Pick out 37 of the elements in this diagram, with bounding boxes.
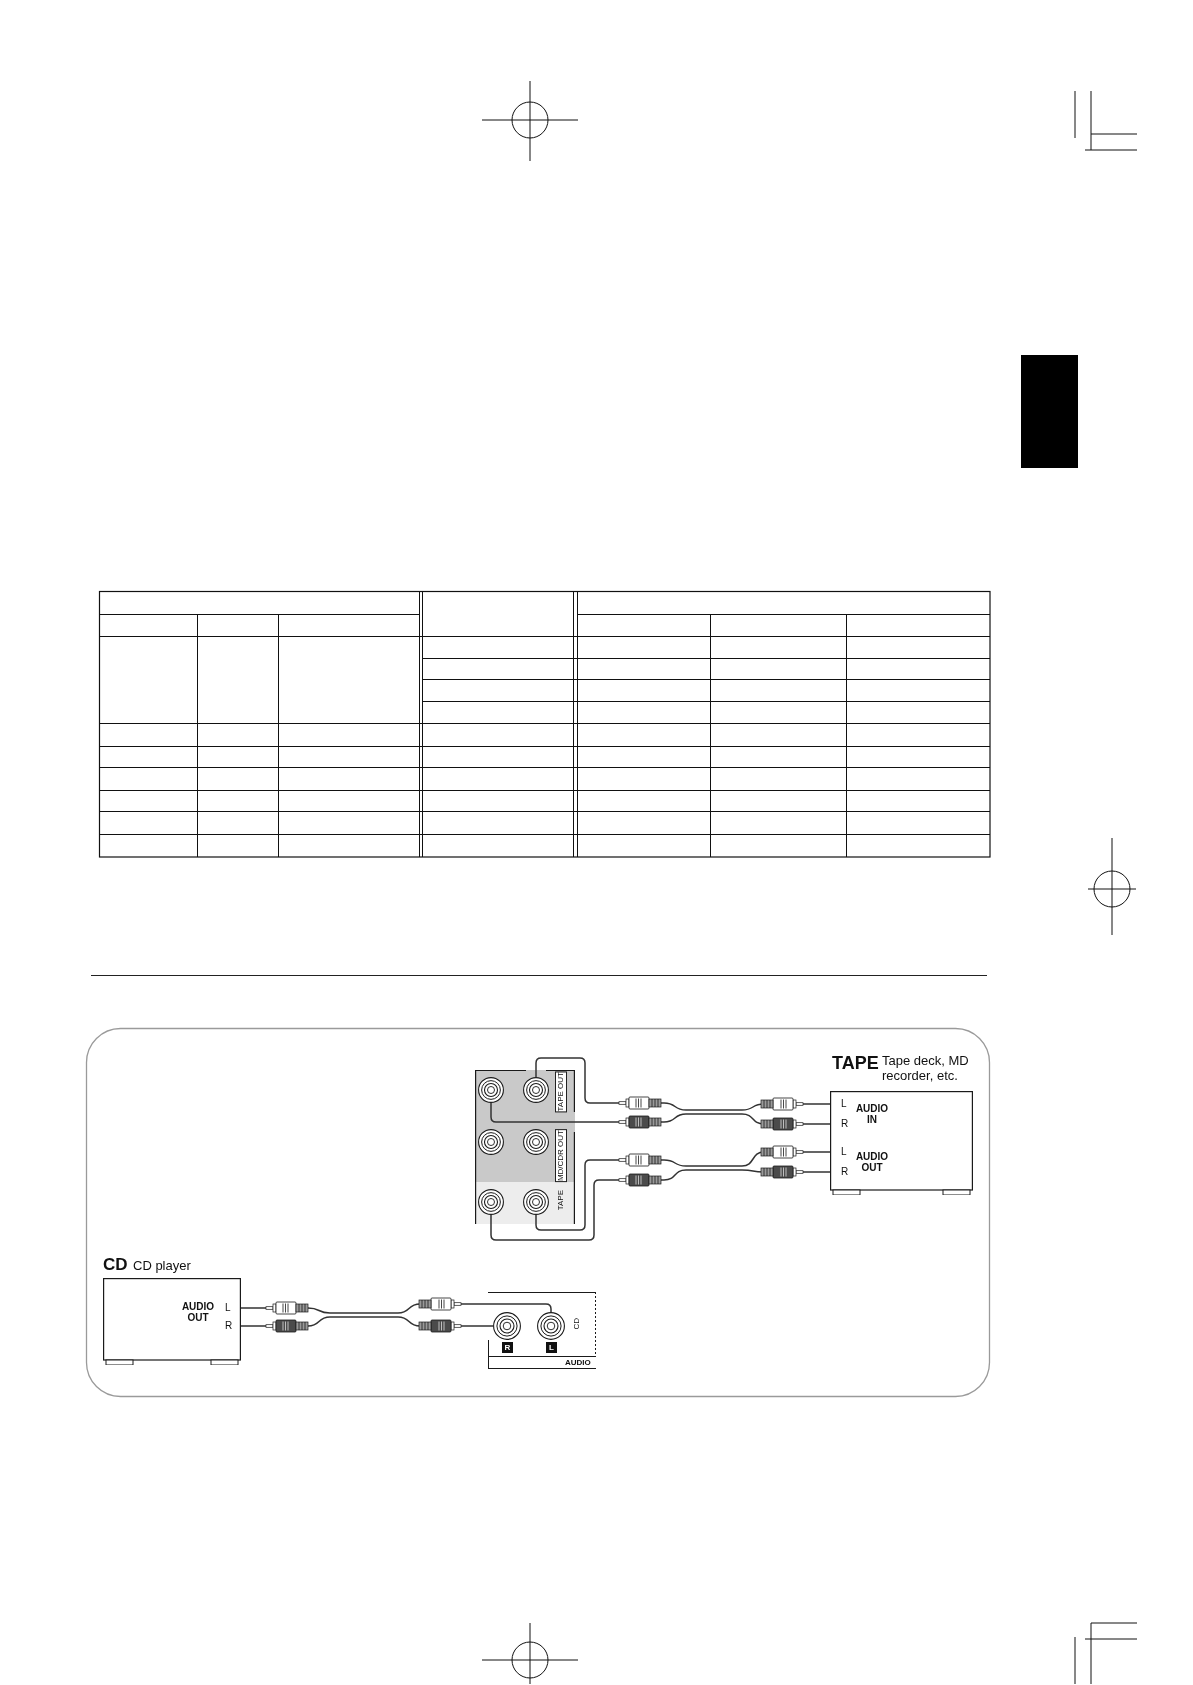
channel-label: L <box>841 1146 847 1158</box>
audio-cable <box>535 1151 831 1231</box>
jack-group-label: AUDIO IN <box>854 1103 890 1125</box>
index-tab <box>1021 355 1078 468</box>
jack-label: CD <box>572 1318 581 1330</box>
channel-label: R <box>841 1118 849 1130</box>
jack-label: TAPE <box>556 1190 566 1211</box>
rca-jack-icon <box>478 1129 504 1155</box>
channel-label: L <box>225 1302 231 1314</box>
rca-jack-icon <box>493 1312 521 1340</box>
audio-cable <box>535 1057 831 1111</box>
jack-group-label: AUDIO OUT <box>180 1301 216 1323</box>
jack-group-label: AUDIO OUT <box>854 1151 890 1173</box>
panel-label: AUDIO <box>565 1358 591 1367</box>
jack-label: TAPE OUT <box>556 1072 566 1112</box>
rca-jack-icon <box>523 1189 549 1215</box>
channel-label: R <box>841 1166 849 1178</box>
rca-jack-icon <box>478 1189 504 1215</box>
rca-jack-icon <box>523 1077 549 1103</box>
jack-label: MD/CDR OUT <box>556 1130 566 1182</box>
device-heading: CD <box>103 1255 128 1274</box>
jack-panel <box>475 1070 575 1224</box>
rca-jack-icon <box>523 1129 549 1155</box>
channel-label: L <box>841 1098 847 1110</box>
device-heading: TAPE <box>832 1053 879 1073</box>
jack-panel <box>488 1292 596 1369</box>
device-description: Tape deck, MD recorder, etc. <box>882 1053 970 1083</box>
audio-cable <box>490 1102 831 1125</box>
channel-label: L <box>546 1342 557 1353</box>
channel-label: R <box>502 1342 513 1353</box>
audio-cable <box>240 1316 494 1327</box>
channel-label: R <box>225 1320 233 1332</box>
audio-cable <box>490 1169 831 1241</box>
rca-jack-icon <box>537 1312 565 1340</box>
device-description: CD player <box>133 1258 192 1273</box>
audio-cable <box>240 1303 552 1314</box>
rca-jack-icon <box>478 1077 504 1103</box>
